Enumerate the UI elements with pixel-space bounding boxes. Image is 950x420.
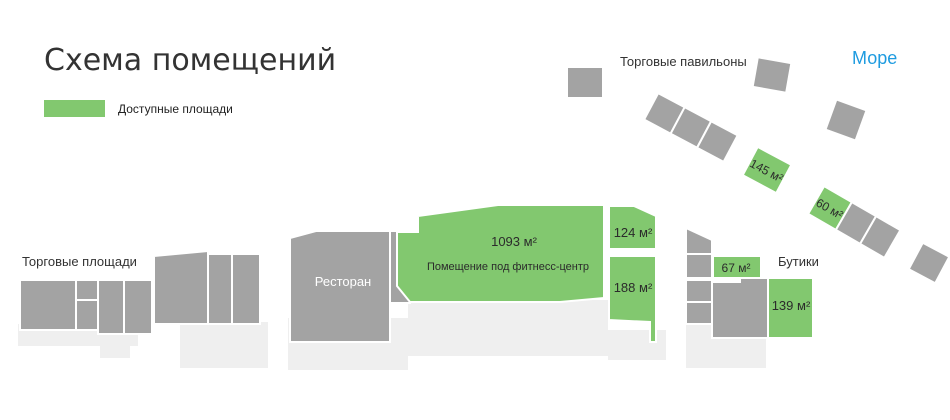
central-block: Ресторан 1093 м² Помещение под фитнесс-ц…	[288, 204, 666, 370]
boutique-room-5	[711, 277, 769, 339]
pavilions-block: Торговые павильоны Море 145 м² 60 м²	[566, 48, 950, 285]
central-ground-shadow-right	[608, 330, 666, 360]
trade-room-6	[153, 249, 209, 325]
room-124[interactable]	[608, 205, 657, 250]
trade-areas-ground-shadow-small	[100, 340, 130, 358]
trade-room-3	[75, 299, 99, 331]
room-139[interactable]	[767, 277, 814, 339]
room-139-area: 139 м²	[772, 298, 811, 313]
trade-room-2	[75, 279, 99, 301]
boutique-room-2	[685, 253, 713, 279]
pavilion-4	[907, 241, 950, 285]
sea-label: Море	[852, 48, 897, 68]
zone-label-boutiques: Бутики	[778, 254, 819, 269]
page-title: Схема помещений	[44, 43, 336, 78]
trade-room-7	[207, 253, 233, 325]
central-ground-shadow-mid	[408, 300, 608, 356]
fitness-center-name: Помещение под фитнесс-центр	[427, 261, 589, 273]
room-67[interactable]	[712, 255, 762, 279]
boutique-room-1	[685, 226, 713, 255]
pavilion-row-a	[642, 91, 740, 164]
trade-room-8	[231, 253, 261, 325]
trade-room-4	[97, 279, 125, 335]
trade-areas-block: Торговые площади	[18, 249, 268, 368]
room-188[interactable]	[608, 255, 657, 343]
zone-label-trade-areas: Торговые площади	[22, 254, 137, 269]
pavilion-145[interactable]	[741, 145, 793, 195]
pavilion-1	[566, 66, 604, 99]
legend-available-label: Доступные площади	[118, 102, 233, 116]
pavilion-row-a-3	[695, 119, 740, 164]
room-67-area: 67 м²	[722, 261, 751, 275]
pavilion-3	[824, 98, 868, 142]
zone-label-pavilions: Торговые павильоны	[620, 54, 747, 69]
restaurant-label: Ресторан	[315, 274, 372, 289]
boutiques-block: 67 м² 139 м² Бутики	[685, 226, 819, 368]
trade-areas-ground-shadow-right	[180, 322, 268, 368]
boutique-room-3	[685, 279, 713, 303]
room-124-area: 124 м²	[614, 225, 653, 240]
fitness-center-room[interactable]	[396, 204, 605, 303]
pavilion-60-group: 60 м²	[806, 184, 902, 260]
pavilion-145-group: 145 м²	[741, 145, 793, 195]
boutique-room-4	[685, 301, 713, 325]
pavilion-row-b-2	[858, 214, 902, 260]
trade-room-1	[19, 279, 77, 331]
fitness-center-area: 1093 м²	[491, 234, 537, 249]
room-188-area: 188 м²	[614, 280, 653, 295]
pavilion-2	[751, 56, 793, 94]
trade-room-5	[123, 279, 153, 335]
legend-available-swatch	[44, 100, 105, 117]
